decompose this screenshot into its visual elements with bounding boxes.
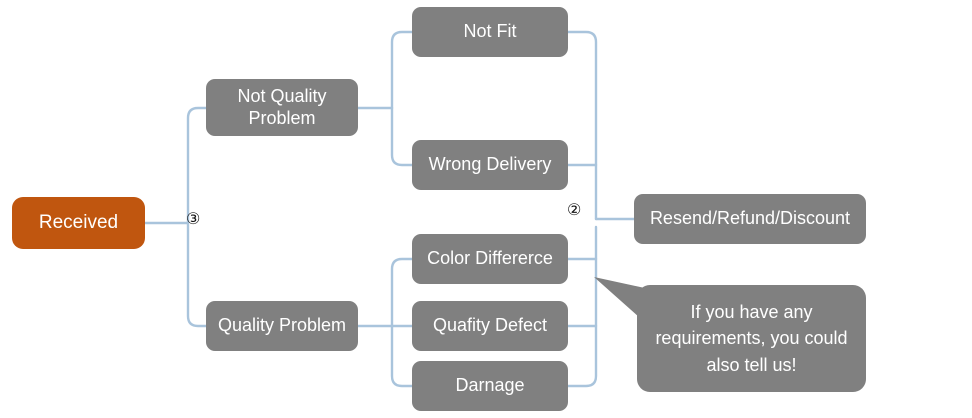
connector-subsplit-to-damage (390, 324, 414, 388)
connector-subsplit-to-not-fit (390, 30, 414, 110)
node-received-label: Received (38, 212, 119, 234)
connector-subsplit-to-wrong-delivery (390, 106, 414, 167)
node-not-fit-label: Not Fit (463, 21, 517, 42)
callout-bubble-text: If you have any requirements, you could … (655, 302, 848, 375)
connector-subsplit-to-color-diff (390, 257, 414, 328)
connector-split-to-not-quality (186, 106, 208, 225)
connector-split-to-quality (186, 221, 208, 328)
node-quality-defect[interactable]: Quafity Defect (412, 301, 568, 351)
callout-bubble: If you have any requirements, you could … (637, 285, 866, 392)
node-not-quality-problem-label: Not Quality Problem (237, 85, 327, 128)
node-wrong-delivery[interactable]: Wrong Delivery (412, 140, 568, 190)
connector-not-fit-to-merge (566, 30, 598, 221)
node-wrong-delivery-label: Wrong Delivery (428, 154, 552, 175)
node-color-difference-label: Color Differerce (427, 248, 553, 269)
node-quality-defect-label: Quafity Defect (432, 315, 548, 336)
node-not-fit[interactable]: Not Fit (412, 7, 568, 57)
node-damage[interactable]: Darnage (412, 361, 568, 411)
connector-damage-to-merge (566, 225, 598, 388)
node-damage-label: Darnage (455, 375, 525, 396)
node-resend-refund-discount-label: Resend/Refund/Discount (649, 208, 851, 229)
node-quality-problem[interactable]: Quality Problem (206, 301, 358, 351)
node-color-difference[interactable]: Color Differerce (412, 234, 568, 284)
step-marker-three: ③ (186, 211, 201, 228)
node-received[interactable]: Received (12, 197, 145, 249)
node-not-quality-problem[interactable]: Not Quality Problem (206, 79, 358, 136)
step-marker-two: ② (567, 202, 582, 219)
node-quality-problem-label: Quality Problem (217, 315, 347, 336)
node-resend-refund-discount[interactable]: Resend/Refund/Discount (634, 194, 866, 244)
